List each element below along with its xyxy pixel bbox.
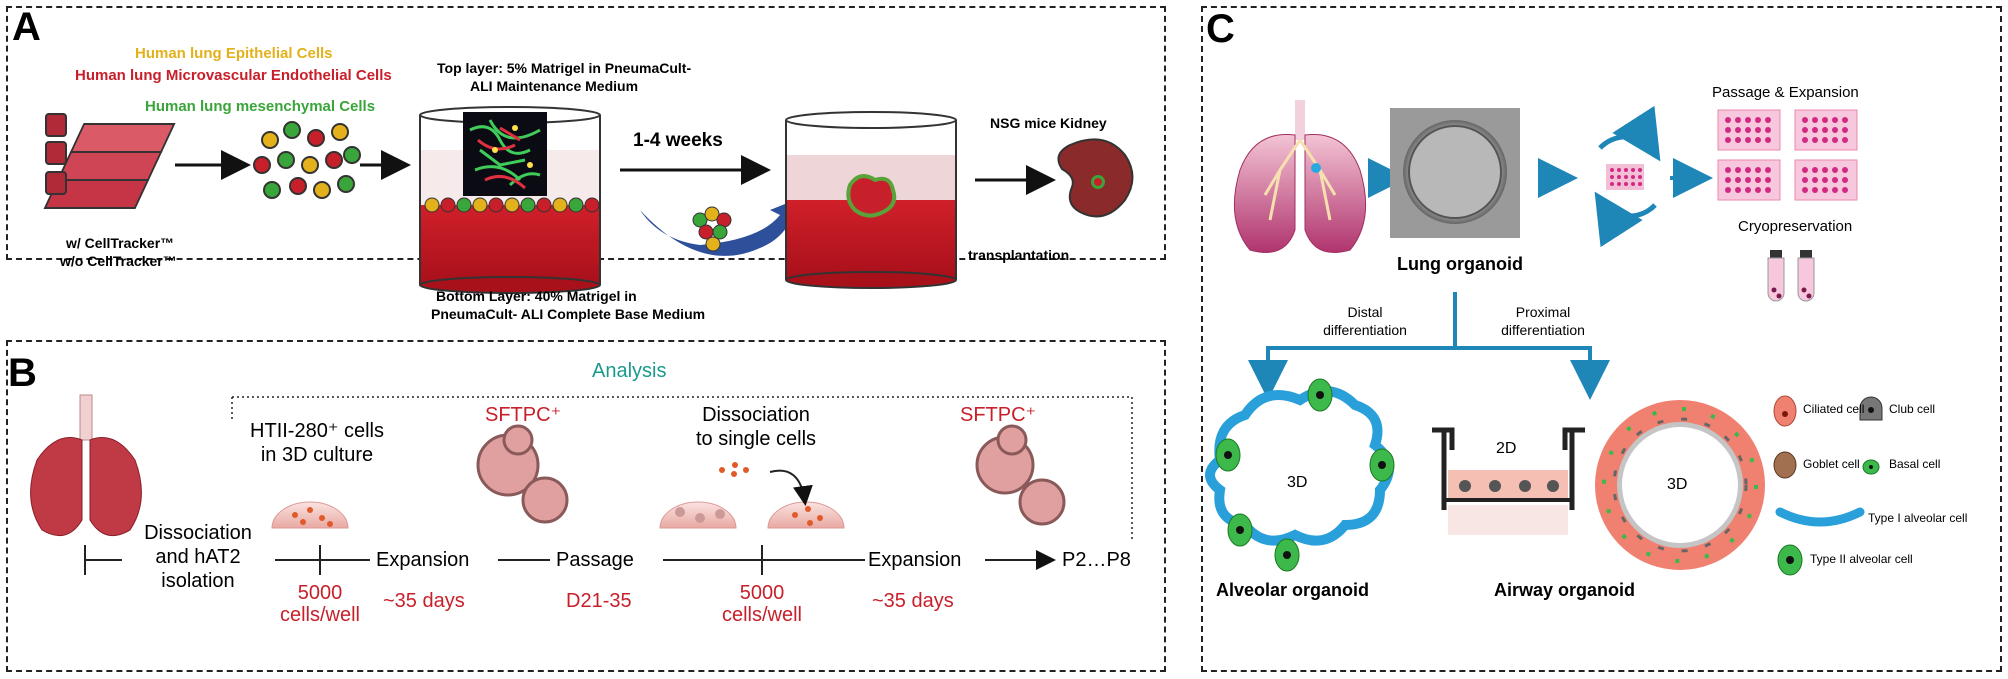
seed-2-line2: cells/well: [721, 604, 803, 626]
seed-2-line1: 5000: [739, 582, 785, 604]
proximal-line2: differentiation: [1501, 322, 1585, 338]
legend-basal: Basal cell: [1889, 457, 1941, 471]
htii-line1: HTII-280⁺ cells: [250, 420, 384, 442]
differentiation-tree: [1248, 292, 1610, 400]
organoid-micrograph: [1390, 108, 1520, 238]
alveolar-organoid-label: Alveolar organoid: [1216, 580, 1370, 600]
top-layer-line1: Top layer: 5% Matrigel in PneumaCult-: [437, 60, 692, 76]
expansion-label-1: Expansion: [376, 549, 470, 571]
dissociation-single-line1: Dissociation: [702, 404, 810, 426]
mixed-cell-suspension: [253, 121, 361, 199]
days-label-2: ~35 days: [872, 590, 954, 612]
seed-1-line2: cells/well: [279, 604, 361, 626]
organoid-spheres-2: [975, 424, 1066, 526]
dissociation-isolation-line1: Dissociation: [144, 522, 252, 544]
dissociation-isolation-line2: and hAT2: [155, 546, 241, 568]
kidney: [1057, 138, 1134, 218]
legend-ciliated: Ciliated cell: [1803, 402, 1865, 416]
legend-type1: Type I alveolar cell: [1868, 511, 1968, 525]
days-label-1: ~35 days: [383, 590, 465, 612]
transwell-2d-drawing: [1432, 427, 1585, 535]
alveolar-3d-label: 3D: [1287, 474, 1308, 491]
transwell-culture-dish: [419, 106, 601, 294]
seed-1-line1: 5000: [297, 582, 343, 604]
panel-c: [1201, 6, 2002, 672]
cell-type-mesenchymal: Human lung mesenchymal Cells: [145, 98, 376, 115]
3d-culture-dome-1: [271, 501, 349, 529]
sftpc-label-2: SFTPC⁺: [960, 404, 1037, 426]
curved-arrow-aggregate: [640, 200, 800, 256]
d21-label: D21-35: [566, 590, 632, 612]
tracker-without: w/o CellTracker™: [60, 253, 177, 269]
transwell-2d-label: 2D: [1496, 440, 1517, 457]
sftpc-label-1: SFTPC⁺: [485, 404, 562, 426]
top-layer-line2: ALI Maintenance Medium: [470, 78, 639, 94]
distal-line1: Distal: [1347, 304, 1383, 320]
airway-organoid-label: Airway organoid: [1494, 580, 1636, 600]
panel-a-letter: A: [12, 5, 41, 49]
lungs-icon-b: [30, 394, 142, 537]
passage-label: Passage: [556, 549, 634, 571]
htii-line2: in 3D culture: [260, 444, 374, 466]
dissociation-single-line2: to single cells: [695, 428, 817, 450]
airway-3d-label: 3D: [1667, 476, 1688, 493]
airway-3d-drawing: [1595, 400, 1765, 570]
panel-b-letter: B: [8, 351, 37, 395]
organoid-spheres-1: [476, 424, 569, 524]
kidney-label: NSG mice Kidney: [990, 115, 1107, 131]
bottom-layer-line1: Bottom Layer: 40% Matrigel in: [436, 288, 637, 304]
legend-type2: Type II alveolar cell: [1810, 552, 1913, 566]
distal-line2: differentiation: [1323, 322, 1407, 338]
dissociation-isolation-line3: isolation: [161, 570, 235, 592]
passage-cycle-icon: [1594, 105, 1661, 248]
proximal-line1: Proximal: [1515, 304, 1571, 320]
end-passage-label: P2…P8: [1062, 549, 1131, 571]
duration-label: 1-4 weeks: [633, 130, 723, 151]
tracker-with: w/ CellTracker™: [66, 235, 175, 251]
well-plates: [1717, 109, 1858, 201]
lung-organoid-label: Lung organoid: [1397, 254, 1523, 274]
alveolar-organoid-drawing: [1205, 378, 1395, 572]
transplantation-label: transplantation: [968, 247, 1070, 263]
cell-type-epithelial: Human lung Epithelial Cells: [135, 45, 333, 62]
expansion-label-2: Expansion: [868, 549, 962, 571]
legend-icons: [1773, 395, 1883, 576]
panel-c-letter: C: [1206, 7, 1235, 51]
analysis-label: Analysis: [592, 360, 667, 382]
cryopreservation-label: Cryopreservation: [1738, 218, 1853, 235]
lungs-icon-c: [1233, 100, 1367, 253]
organoid-culture-dish: [785, 111, 957, 289]
bottom-layer-line2: PneumaCult- ALI Complete Base Medium: [431, 306, 706, 322]
legend-goblet: Goblet cell: [1803, 457, 1860, 471]
passage-expansion-label: Passage & Expansion: [1712, 84, 1859, 101]
single-cell-domes: [659, 462, 845, 529]
panel-b: [6, 340, 1166, 672]
cell-type-endothelial: Human lung Microvascular Endothelial Cel…: [75, 67, 392, 84]
legend-club: Club cell: [1889, 402, 1936, 416]
cell-culture-flasks: [43, 113, 176, 209]
cryovials: [1767, 250, 1815, 302]
